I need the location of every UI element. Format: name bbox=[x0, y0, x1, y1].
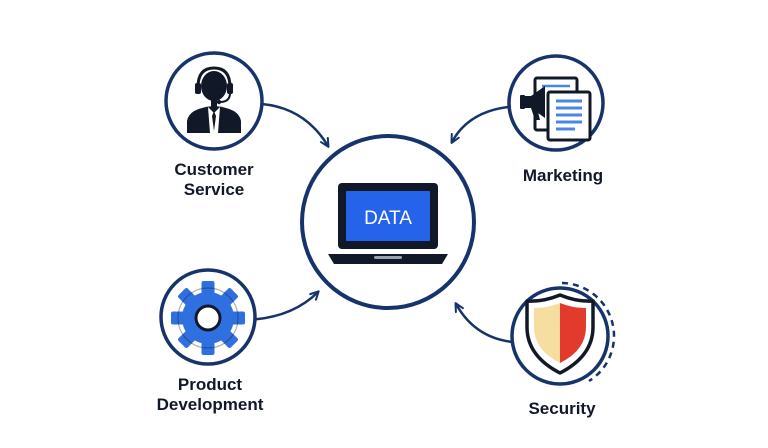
label-security: Security bbox=[494, 399, 630, 419]
arrow-product-development-to-data bbox=[246, 290, 320, 322]
data-hub: DATA bbox=[300, 134, 476, 310]
label-marketing-line-1: Marketing bbox=[522, 166, 604, 185]
label-product-development: Product Development bbox=[136, 375, 284, 415]
label-product-development-line-2: Development bbox=[156, 395, 264, 414]
label-security-line-1: Security bbox=[528, 399, 596, 418]
arrow-marketing-to-data bbox=[450, 105, 509, 144]
megaphone-documents-icon bbox=[520, 76, 592, 142]
laptop-icon: DATA bbox=[328, 183, 448, 264]
node-product-development bbox=[159, 268, 257, 366]
node-security bbox=[510, 281, 616, 386]
label-customer-service: Customer Service bbox=[148, 160, 280, 200]
label-marketing: Marketing bbox=[495, 166, 631, 186]
security-dashed-ring bbox=[561, 281, 616, 383]
label-product-development-line-1: Product bbox=[177, 375, 243, 394]
label-customer-service-line-2: Service bbox=[183, 180, 245, 199]
arrow-customer-service-to-data bbox=[261, 102, 330, 148]
data-screen-label: DATA bbox=[364, 208, 412, 229]
arrow-security-to-data bbox=[454, 302, 514, 344]
shield-icon bbox=[525, 293, 595, 375]
label-customer-service-line-1: Customer bbox=[174, 160, 254, 179]
gear-icon bbox=[171, 281, 245, 355]
laptop-trackpad bbox=[374, 256, 402, 259]
node-marketing bbox=[507, 54, 605, 152]
laptop-screen bbox=[346, 191, 430, 241]
node-customer-service bbox=[164, 51, 264, 151]
headset-agent-icon bbox=[187, 66, 241, 133]
